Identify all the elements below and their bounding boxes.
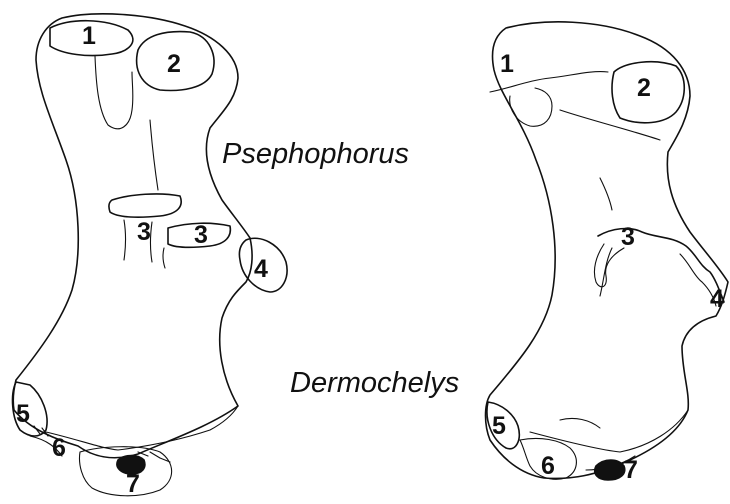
psephophorus-name: Psephophorus <box>222 138 409 170</box>
psephophorus-humerus <box>13 14 288 496</box>
label-2: 2 <box>167 50 181 78</box>
dermochelys-outline <box>486 22 729 479</box>
label-4: 4 <box>254 255 268 283</box>
label-3a: 3 <box>137 218 151 246</box>
label-7: 7 <box>126 470 140 498</box>
label-1: 1 <box>500 50 514 78</box>
dermochelys-labels: 1 2 3 4 5 6 7 <box>492 50 724 484</box>
label-1: 1 <box>82 22 96 50</box>
dermochelys-humerus <box>486 22 729 480</box>
dermochelys-name: Dermochelys <box>290 367 459 399</box>
dermochelys-ridge-3 <box>598 229 724 302</box>
psephophorus-labels: 1 2 3 3 4 5 6 7 <box>16 22 268 498</box>
dermochelys-foramen-7-fill <box>595 460 625 480</box>
label-6: 6 <box>52 434 66 462</box>
label-6: 6 <box>541 452 555 480</box>
label-5: 5 <box>16 400 30 428</box>
label-3: 3 <box>621 223 635 251</box>
label-4: 4 <box>710 285 724 313</box>
label-3b: 3 <box>194 221 208 249</box>
label-2: 2 <box>637 74 651 102</box>
psephophorus-foramen-3a <box>109 194 181 217</box>
label-5: 5 <box>492 412 506 440</box>
label-7: 7 <box>624 456 638 484</box>
